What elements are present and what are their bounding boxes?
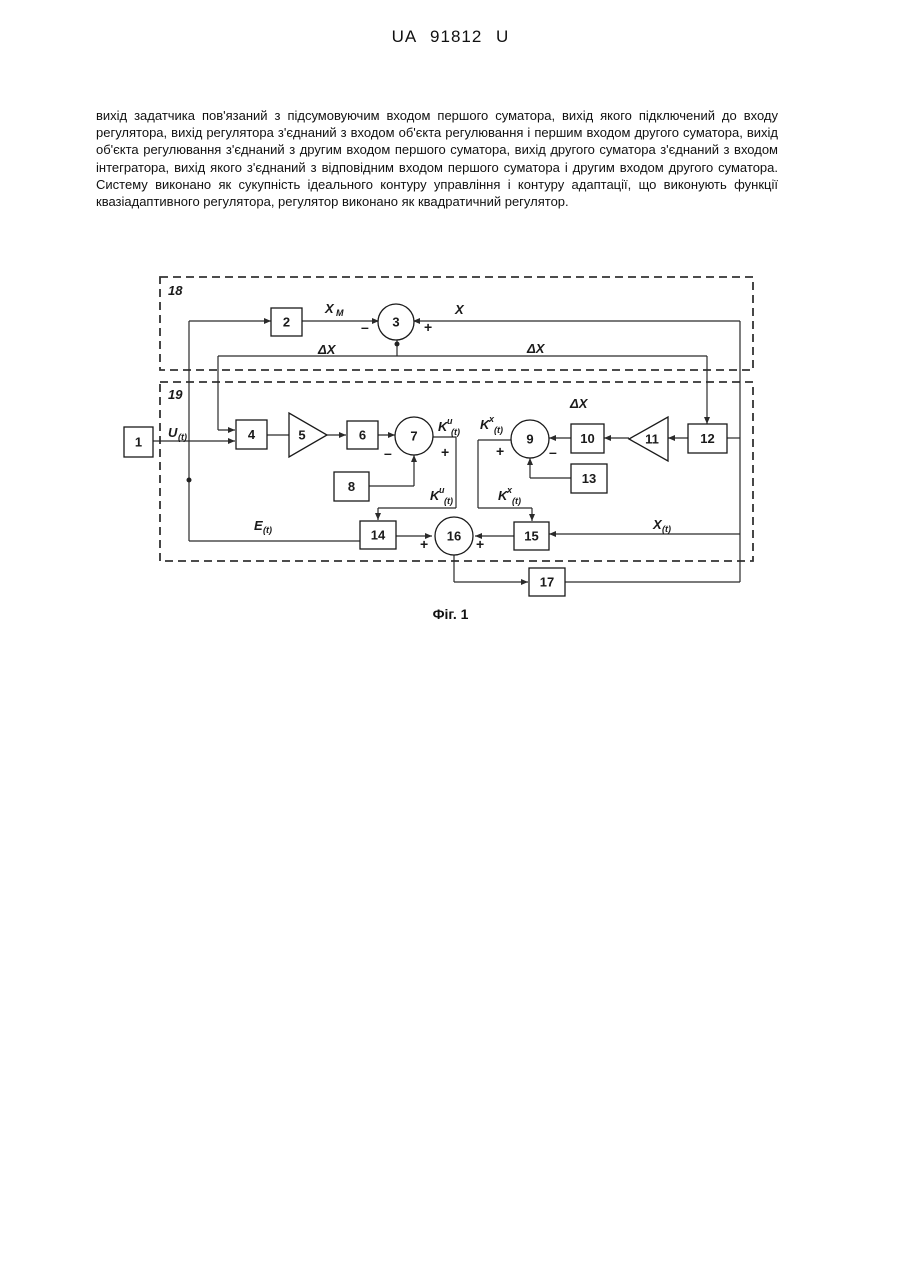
signal-xm-label: XM [324, 301, 344, 318]
svg-text:15: 15 [524, 529, 538, 544]
svg-text:E: E [254, 518, 263, 533]
signal-ku14-label: Ku(t) [430, 485, 453, 506]
signal-e-label: E(t) [254, 518, 272, 535]
svg-text:(t): (t) [178, 432, 187, 442]
block-15: 15 [514, 522, 549, 550]
region-18-label: 18 [168, 283, 183, 298]
sign-3-minus: – [361, 319, 369, 335]
summator-7: 7 [395, 417, 433, 455]
svg-text:12: 12 [700, 431, 714, 446]
svg-text:8: 8 [348, 479, 355, 494]
patent-header: UA 91812 U [0, 27, 901, 47]
svg-text:9: 9 [526, 432, 533, 447]
svg-text:3: 3 [392, 315, 399, 330]
summator-3: 3 [378, 304, 414, 340]
sign-7-plus: + [441, 444, 449, 460]
block-6: 6 [347, 421, 378, 449]
block-diagram: 18 19 [0, 260, 901, 600]
svg-text:10: 10 [580, 431, 594, 446]
summator-16: 16 [435, 517, 473, 555]
svg-text:7: 7 [410, 429, 417, 444]
signal-dx-left-label: ΔX [317, 342, 337, 357]
sign-7-minus: – [384, 445, 392, 461]
amplifier-5: 5 [289, 413, 327, 457]
svg-text:4: 4 [248, 427, 256, 442]
signal-u-label: U(t) [168, 425, 187, 442]
svg-text:(t): (t) [451, 427, 460, 437]
svg-text:11: 11 [645, 432, 659, 447]
block-1: 1 [124, 427, 153, 457]
block-2: 2 [271, 308, 302, 336]
svg-text:U: U [168, 425, 178, 440]
signal-ku7-label: Ku(t) [438, 416, 460, 437]
region-19-label: 19 [168, 387, 183, 402]
sign-16-right: + [476, 536, 484, 552]
block-13: 13 [571, 464, 607, 493]
svg-text:M: M [336, 308, 344, 318]
svg-text:x: x [506, 485, 513, 495]
sign-16-left: + [420, 536, 428, 552]
summator-9: 9 [511, 420, 549, 458]
block-14: 14 [360, 521, 396, 549]
signal-x-label: X [454, 302, 465, 317]
signal-kx15-label: Kx(t) [498, 485, 521, 506]
sign-9-plus: + [496, 443, 504, 459]
svg-text:u: u [439, 485, 445, 495]
svg-text:(t): (t) [512, 496, 521, 506]
amplifier-11: 11 [629, 417, 668, 461]
svg-text:13: 13 [582, 471, 596, 486]
svg-text:X: X [324, 301, 335, 316]
svg-text:1: 1 [135, 435, 142, 450]
svg-text:u: u [447, 416, 453, 426]
signal-dx-12-label: ΔX [569, 396, 589, 411]
svg-text:x: x [488, 414, 495, 424]
svg-text:(t): (t) [662, 524, 671, 534]
block-8: 8 [334, 472, 369, 501]
junction-dot [187, 478, 192, 483]
signal-kx9-label: Kx(t) [480, 414, 503, 435]
svg-text:(t): (t) [444, 496, 453, 506]
block-17: 17 [529, 568, 565, 596]
block-12: 12 [688, 424, 727, 453]
svg-text:6: 6 [359, 428, 366, 443]
block-10: 10 [571, 424, 604, 453]
sign-9-minus: – [549, 444, 557, 460]
svg-text:17: 17 [540, 575, 554, 590]
svg-text:(t): (t) [494, 425, 503, 435]
block-4: 4 [236, 420, 267, 449]
svg-text:2: 2 [283, 315, 290, 330]
junction-dot [395, 342, 400, 347]
svg-text:5: 5 [298, 428, 305, 443]
sign-3-plus: + [424, 319, 432, 335]
signal-dx-right-label: ΔX [526, 341, 546, 356]
svg-text:16: 16 [447, 529, 461, 544]
svg-text:14: 14 [371, 528, 386, 543]
signal-xt-label: X(t) [652, 517, 671, 534]
svg-text:(t): (t) [263, 525, 272, 535]
figure-caption: Фіг. 1 [0, 606, 901, 622]
patent-body-paragraph: вихід задатчика пов'язаний з підсумовуюч… [96, 107, 778, 210]
